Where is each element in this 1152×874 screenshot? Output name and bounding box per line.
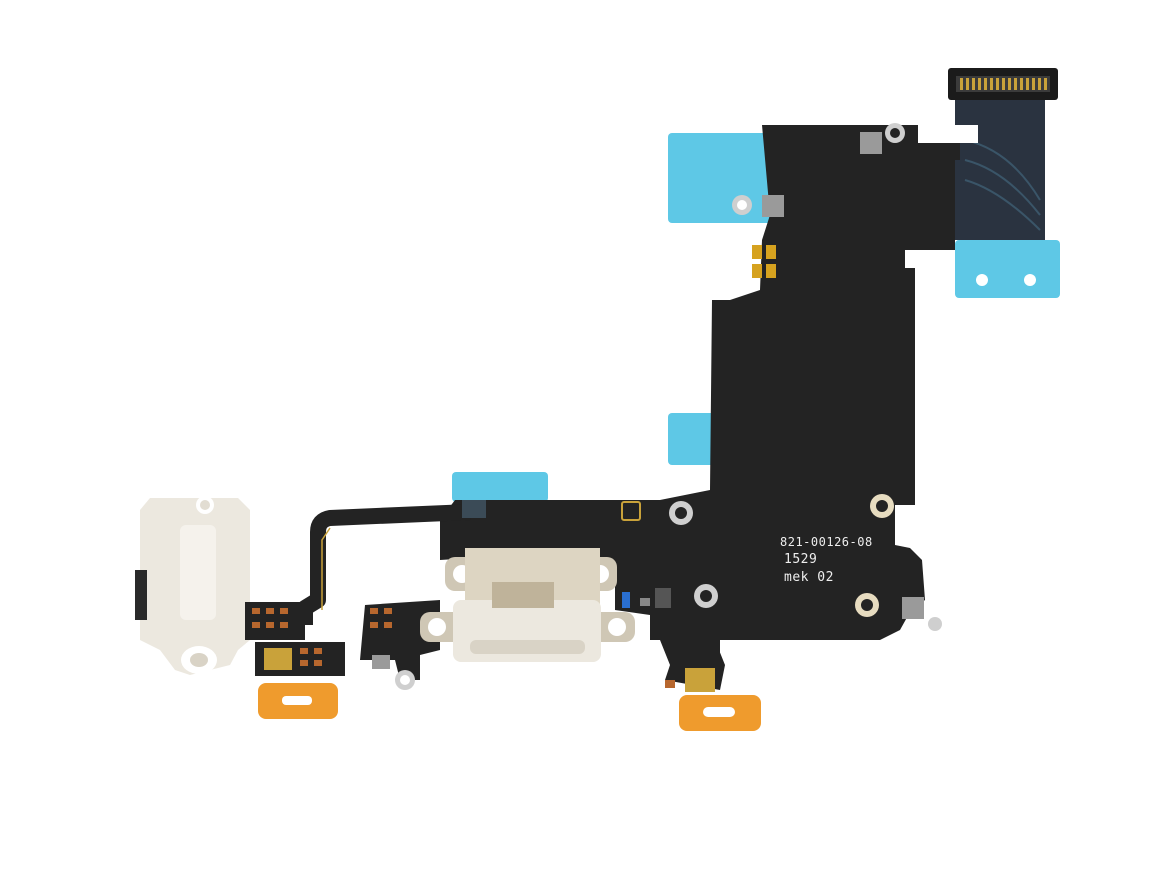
screw-brackets xyxy=(372,123,942,690)
maker-mark-label: mek 02 xyxy=(784,570,834,585)
gold-contact-pads xyxy=(462,245,776,608)
cable-cutouts xyxy=(915,125,978,310)
board-connector-ribbon xyxy=(948,68,1058,240)
blue-adhesive-tapes xyxy=(452,133,1060,502)
part-number-label: 821-00126-08 xyxy=(780,535,873,549)
headphone-jack xyxy=(135,496,250,675)
date-code-label: 1529 xyxy=(784,552,818,567)
component-pads xyxy=(245,602,715,692)
lightning-dock-connector xyxy=(420,548,635,662)
orange-stiffener-pads xyxy=(258,683,761,731)
